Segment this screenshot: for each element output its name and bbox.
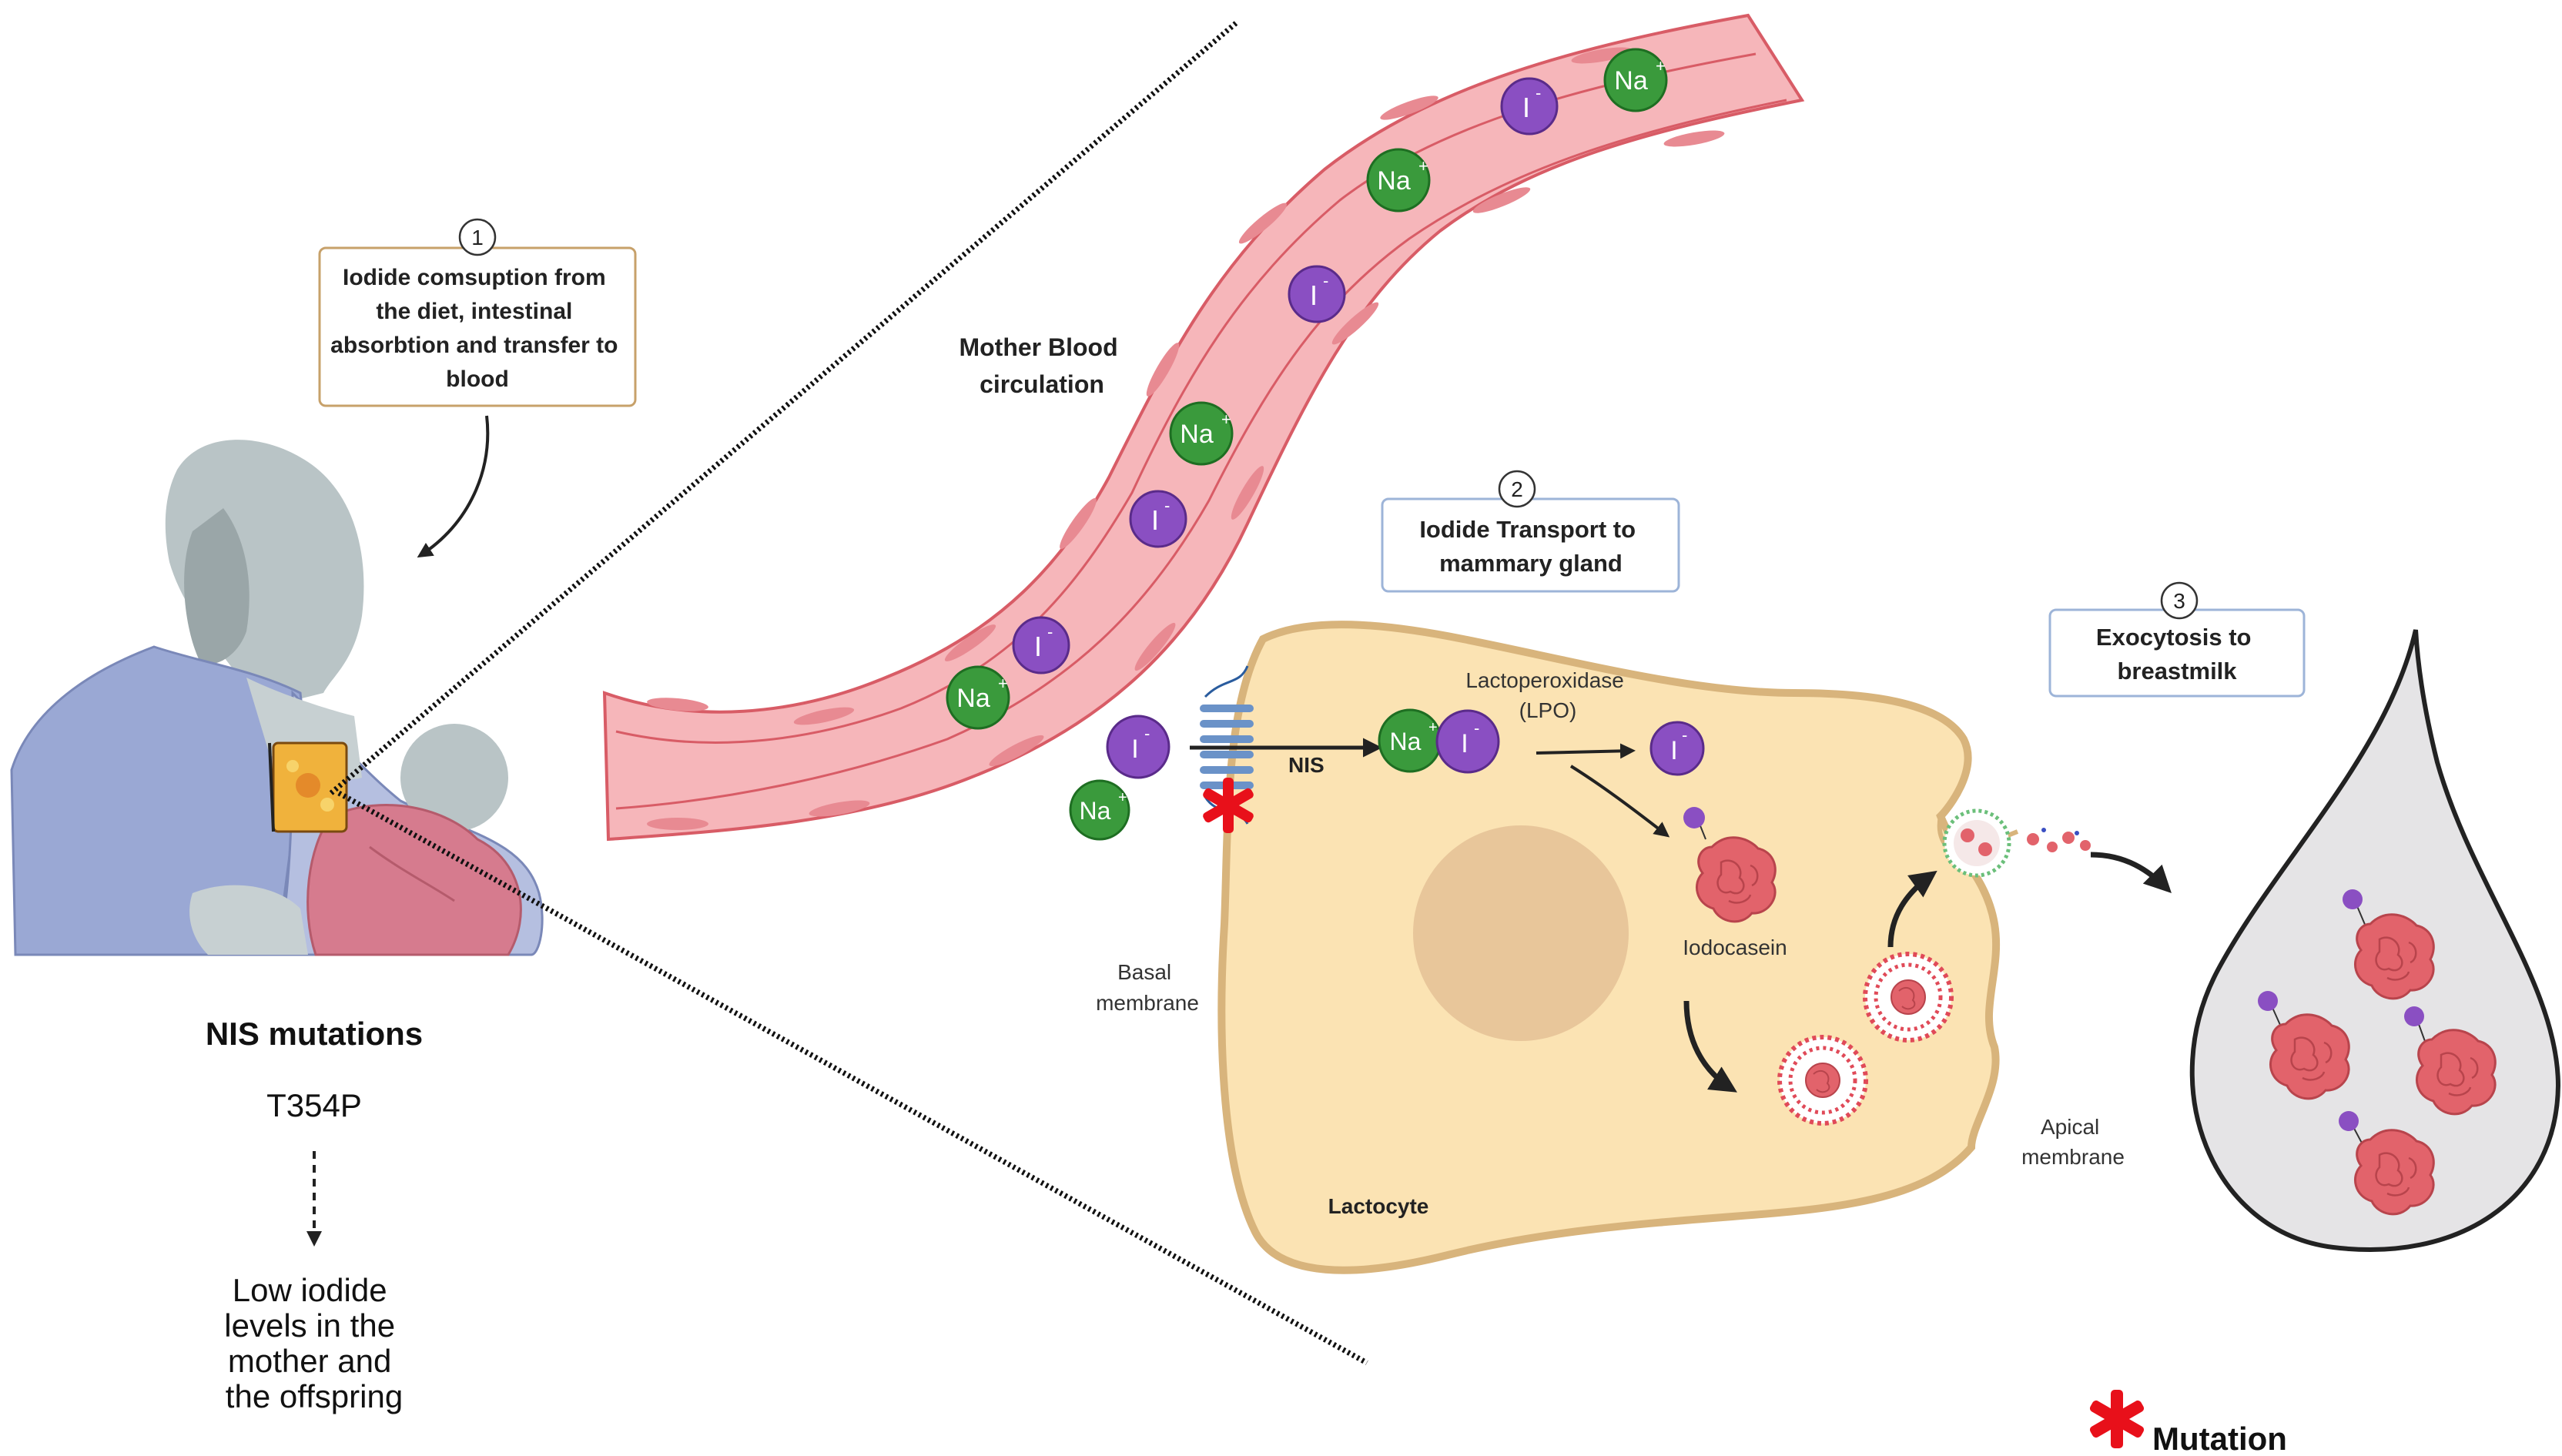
- step-1-line-1: Iodide comsuption from: [343, 265, 606, 290]
- svg-text:-: -: [1474, 718, 1479, 738]
- step-1-line-3: absorbtion and transfer to: [330, 333, 618, 358]
- milk-iodocasein: [2258, 991, 2350, 1100]
- sodium-ion: Na +: [946, 665, 1010, 730]
- step-2-number: 2: [1511, 477, 1523, 501]
- svg-text:Iodide Transport to mamm: Iodide Transport to mammary gland: [1419, 516, 1642, 577]
- step-3-line-1: Exocytosis to: [2096, 624, 2252, 651]
- step-3-line-2: breastmilk: [2117, 658, 2237, 684]
- mutation-marker: [1203, 778, 1254, 833]
- step-3-number: 3: [2173, 589, 2185, 613]
- step-1-arrow: [417, 415, 490, 558]
- svg-text:Na: Na: [1180, 420, 1214, 449]
- vessel-ions: Na+ I- I- Na+ I- Na+ I- Na+: [946, 48, 1668, 730]
- svg-text:Exocytosis to breastmilk: Exocytosis to breastmilk: [2096, 624, 2258, 684]
- mutation-legend-symbol: [2089, 1390, 2145, 1448]
- svg-text:-: -: [1164, 496, 1170, 515]
- iodocasein-label: Iodocasein: [1683, 936, 1787, 959]
- svg-text:+: +: [1428, 719, 1438, 736]
- svg-text:I: I: [1670, 736, 1677, 765]
- sodium-ion: Na +: [1603, 48, 1668, 112]
- milk-iodocasein: [2343, 889, 2435, 1000]
- lpo-label: Lactoperoxidase (LPO): [1465, 668, 1629, 722]
- vesicle-arrow-up: [1887, 870, 1937, 948]
- svg-text:I: I: [1522, 92, 1530, 123]
- svg-text:Na: Na: [1390, 728, 1422, 755]
- svg-text:+: +: [998, 674, 1008, 693]
- step-3-callout: 3 Exocytosis to breastmilk: [2048, 581, 2306, 698]
- nis-label: NIS: [1288, 753, 1325, 777]
- svg-text:Na: Na: [1614, 66, 1648, 95]
- lactocyte-label: Lactocyte: [1328, 1194, 1429, 1218]
- svg-text:+: +: [1418, 156, 1428, 176]
- svg-text:+: +: [1221, 410, 1231, 429]
- svg-text:-: -: [1144, 724, 1150, 743]
- outcome-text: Low iodide levels in the mother and the …: [224, 1272, 404, 1414]
- secretory-vesicle: [1865, 954, 1951, 1040]
- svg-text:I: I: [1131, 735, 1138, 764]
- exocytosis-vesicle: [1937, 808, 2091, 878]
- iodide-ion: I-: [1288, 265, 1346, 323]
- lpo-arrow-to-iodide: [1536, 743, 1636, 759]
- iodocasein-protein: [1683, 807, 1777, 923]
- mutation-code: T354P: [266, 1087, 362, 1123]
- step-2-line-1: Iodide Transport to: [1419, 516, 1636, 543]
- lpo-arrow-to-protein: [1569, 765, 1670, 838]
- apical-membrane-label: Apical membrane: [2021, 1115, 2125, 1169]
- svg-text:I: I: [1310, 279, 1318, 311]
- sodium-ion: Na +: [1069, 779, 1130, 841]
- step-2-line-2: mammary gland: [1439, 550, 1623, 577]
- svg-text:Na: Na: [1080, 797, 1111, 825]
- iodide-ion: I-: [1649, 721, 1705, 776]
- step-1-callout: 1 Iodide comsuption from the diet, intes…: [318, 218, 637, 407]
- svg-text:I: I: [1151, 504, 1159, 536]
- secretory-vesicle: [1780, 1037, 1866, 1123]
- sodium-ion: Na +: [1366, 148, 1431, 213]
- mutation-legend-label: Mutation: [2152, 1421, 2287, 1456]
- vesicle-arrow-down: [1683, 1000, 1737, 1093]
- svg-text:-: -: [1682, 725, 1687, 745]
- exocytosis-arrow: [2090, 852, 2172, 893]
- iodide-ion: I-: [1500, 77, 1559, 136]
- svg-text:I: I: [1034, 631, 1042, 662]
- iodide-ion: I-: [1012, 616, 1070, 674]
- svg-text:-: -: [1536, 83, 1541, 102]
- step-2-callout: 2 Iodide Transport to mammary gland: [1381, 470, 1680, 593]
- svg-text:Na: Na: [1377, 166, 1411, 196]
- iodide-ion: I-: [1106, 715, 1170, 779]
- lactocyte-cell: [1217, 621, 2001, 1274]
- mother-baby-illustration: [10, 440, 544, 956]
- iodide-ion: I-: [1129, 490, 1187, 548]
- milk-iodocasein: [2404, 1006, 2497, 1116]
- step-1-line-4: blood: [446, 367, 509, 392]
- basal-membrane-label: Basal membrane: [1096, 960, 1199, 1015]
- zoom-line-bottom: [337, 790, 1368, 1366]
- sodium-ion: Na +: [1169, 401, 1234, 466]
- svg-text:Iodide comsuption from t: Iodide comsuption from the diet, intesti…: [330, 265, 625, 392]
- breastmilk-drop: [2189, 629, 2561, 1252]
- svg-text:+: +: [1656, 56, 1666, 75]
- step-1-number: 1: [471, 226, 484, 249]
- nis-mutations-heading: NIS mutations: [206, 1016, 423, 1052]
- mutation-legend: Mutation: [2089, 1390, 2287, 1456]
- blood-circulation-label: Mother Blood circulation: [959, 333, 1124, 398]
- step-1-line-2: the diet, intestinal: [376, 299, 572, 324]
- sodium-ion: Na +: [1378, 708, 1442, 773]
- svg-text:+: +: [1118, 789, 1127, 806]
- svg-text:I: I: [1461, 729, 1468, 758]
- iodide-ion: I-: [1435, 709, 1500, 774]
- zoom-line-top: [329, 21, 1238, 795]
- nucleus: [1413, 825, 1629, 1041]
- milk-iodocasein: [2339, 1111, 2435, 1216]
- svg-text:Na: Na: [956, 684, 990, 713]
- svg-text:-: -: [1047, 622, 1053, 641]
- svg-text:-: -: [1323, 271, 1328, 290]
